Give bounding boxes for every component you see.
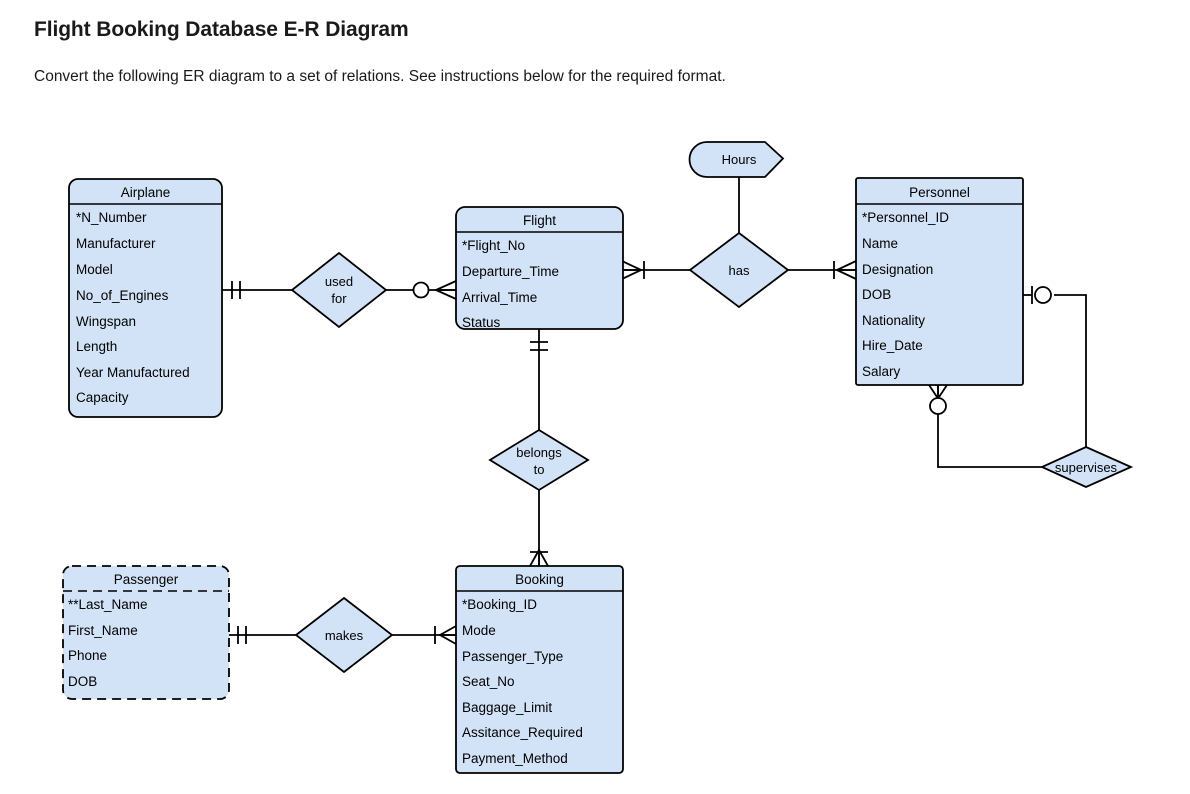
- entity-booking-title: Booking: [515, 572, 564, 587]
- edge-belongs-to: [529, 329, 549, 567]
- entity-personnel-attr-6: Salary: [862, 364, 901, 379]
- entity-personnel-attr-5: Hire_Date: [862, 338, 923, 353]
- cardinality-supervises-one: [1031, 286, 1052, 304]
- entity-airplane-attr-3: No_of_Engines: [76, 288, 169, 303]
- entity-airplane-attr-1: Manufacturer: [76, 236, 156, 251]
- entity-booking-attr-0: *Booking_ID: [462, 597, 537, 612]
- attribute-hours-label: Hours: [722, 152, 757, 167]
- entity-passenger-attr-3: DOB: [68, 674, 97, 689]
- entity-flight-attr-3: Status: [462, 315, 501, 330]
- relationship-supervises-label: supervises: [1055, 460, 1118, 475]
- relationship-belongs-to[interactable]: belongs to: [488, 428, 590, 492]
- entity-airplane-attr-2: Model: [76, 262, 113, 277]
- edge-supervises: [928, 286, 1087, 468]
- edge-used-for: [222, 280, 457, 300]
- cardinality-has-flight: [621, 260, 645, 280]
- entity-airplane[interactable]: Airplane *N_Number Manufacturer Model No…: [68, 178, 223, 418]
- entity-passenger-attr-2: Phone: [68, 648, 107, 663]
- entity-personnel-attr-1: Name: [862, 236, 898, 251]
- entity-airplane-title: Airplane: [121, 185, 171, 200]
- edge-makes: [229, 625, 457, 645]
- cardinality-used-for-airplane: [231, 281, 241, 299]
- entity-passenger-title: Passenger: [114, 572, 179, 587]
- entity-booking-attr-1: Mode: [462, 623, 496, 638]
- edge-has: [621, 260, 857, 280]
- entity-booking-attr-3: Seat_No: [462, 674, 515, 689]
- entity-airplane-attr-5: Length: [76, 339, 117, 354]
- relationship-belongs-to-label-line-0: belongs: [516, 445, 562, 460]
- cardinality-belongs-flight: [530, 341, 548, 351]
- relationship-used-for-label-line-0: used: [325, 274, 353, 289]
- er-diagram-canvas: Airplane *N_Number Manufacturer Model No…: [62, 141, 1134, 774]
- entity-airplane-attr-6: Year Manufactured: [76, 365, 190, 380]
- relationship-makes-label: makes: [325, 628, 364, 643]
- relationship-has[interactable]: has: [688, 231, 790, 309]
- page-subtitle: Convert the following ER diagram to a se…: [34, 68, 726, 85]
- cardinality-supervises-many: [928, 384, 948, 415]
- entity-airplane-attr-4: Wingspan: [76, 314, 136, 329]
- entity-personnel-attr-0: *Personnel_ID: [862, 210, 949, 225]
- entity-booking[interactable]: Booking *Booking_ID Mode Passenger_Type …: [455, 565, 624, 774]
- relationship-has-label: has: [729, 263, 750, 278]
- entity-passenger-attr-1: First_Name: [68, 623, 138, 638]
- relationship-used-for[interactable]: used for: [290, 251, 388, 329]
- entity-flight-attr-2: Arrival_Time: [462, 290, 537, 305]
- relationship-supervises[interactable]: supervises: [1039, 446, 1134, 488]
- entity-personnel[interactable]: Personnel *Personnel_ID Name Designation…: [855, 177, 1024, 386]
- entity-personnel-title: Personnel: [909, 185, 970, 200]
- entity-personnel-attr-4: Nationality: [862, 313, 925, 328]
- cardinality-belongs-booking: [529, 549, 549, 567]
- entity-flight[interactable]: Flight *Flight_No Departure_Time Arrival…: [455, 206, 624, 330]
- cardinality-has-personnel: [833, 260, 857, 280]
- attribute-hours[interactable]: Hours: [688, 141, 785, 178]
- entity-airplane-attr-7: Capacity: [76, 390, 129, 405]
- entity-booking-attr-2: Passenger_Type: [462, 649, 563, 664]
- entity-passenger[interactable]: Passenger **Last_Name First_Name Phone D…: [62, 565, 230, 700]
- entity-personnel-attr-3: DOB: [862, 287, 891, 302]
- cardinality-makes-passenger: [237, 626, 247, 644]
- entity-flight-attr-1: Departure_Time: [462, 264, 559, 279]
- entity-booking-attr-4: Baggage_Limit: [462, 700, 552, 715]
- cardinality-makes-booking: [434, 625, 457, 645]
- entity-airplane-attr-0: *N_Number: [76, 210, 147, 225]
- entity-booking-attr-5: Assitance_Required: [462, 725, 583, 740]
- page-title: Flight Booking Database E-R Diagram: [34, 18, 409, 41]
- relationship-used-for-label-line-1: for: [331, 291, 347, 306]
- entity-flight-title: Flight: [523, 213, 556, 228]
- entity-personnel-attr-2: Designation: [862, 262, 933, 277]
- entity-passenger-attr-0: **Last_Name: [68, 597, 148, 612]
- entity-booking-attr-6: Payment_Method: [462, 751, 568, 766]
- relationship-makes[interactable]: makes: [294, 596, 394, 674]
- relationship-belongs-to-label-line-1: to: [534, 462, 545, 477]
- entity-flight-attr-0: *Flight_No: [462, 238, 525, 253]
- cardinality-used-for-flight: [412, 280, 457, 300]
